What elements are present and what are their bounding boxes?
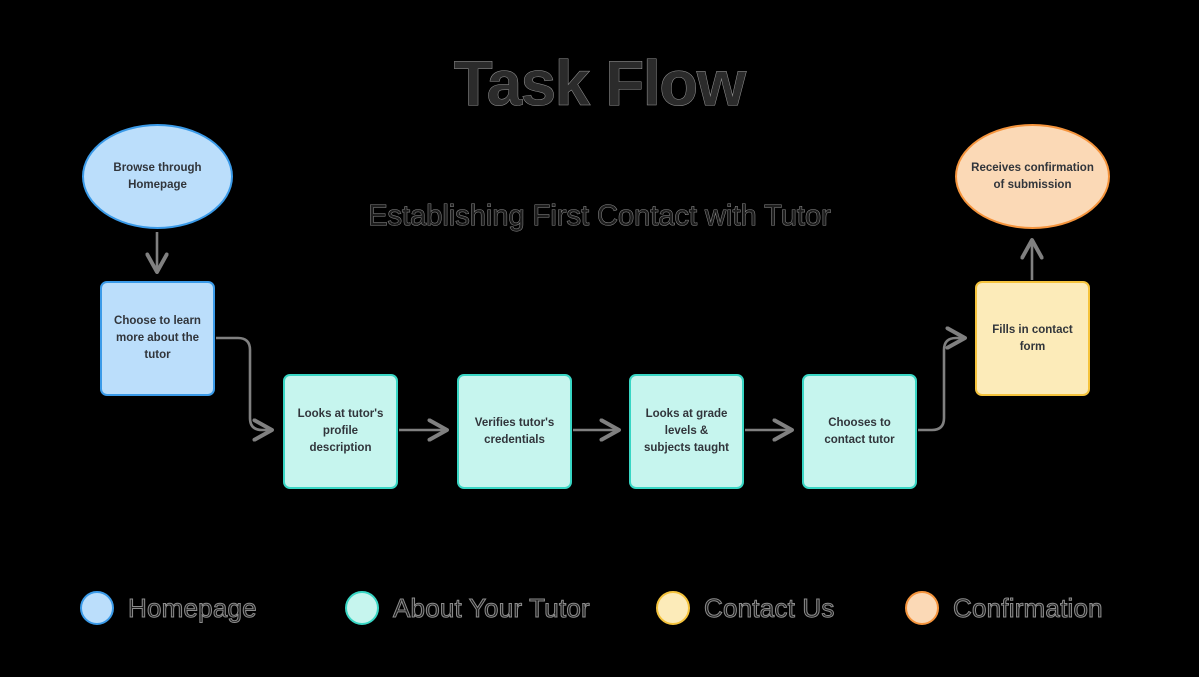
node-verify-credentials[interactable]: Verifies tutor's credentials bbox=[457, 374, 572, 489]
node-browse-homepage[interactable]: Browse through Homepage bbox=[82, 124, 233, 229]
legend-swatch-confirmation-icon bbox=[905, 591, 939, 625]
node-label: Receives confirmation of submission bbox=[971, 161, 1094, 191]
node-label: Verifies tutor's credentials bbox=[474, 416, 555, 446]
legend-item-confirmation[interactable]: Confirmation bbox=[905, 591, 1103, 625]
legend-label: Contact Us bbox=[704, 592, 835, 623]
legend-item-homepage[interactable]: Homepage bbox=[80, 591, 257, 625]
node-receives-confirmation[interactable]: Receives confirmation of submission bbox=[955, 124, 1110, 229]
edge-choose-to-profile bbox=[216, 336, 274, 442]
legend-label: About Your Tutor bbox=[393, 592, 591, 623]
node-label: Browse through Homepage bbox=[113, 161, 202, 191]
node-chooses-to-contact[interactable]: Chooses to contact tutor bbox=[802, 374, 917, 489]
legend: Homepage About Your Tutor Contact Us Con… bbox=[0, 575, 1199, 645]
node-grade-levels-subjects[interactable]: Looks at grade levels & subjects taught bbox=[629, 374, 744, 489]
edge-chooses-to-fills bbox=[918, 326, 967, 432]
legend-item-contact-us[interactable]: Contact Us bbox=[656, 591, 835, 625]
legend-swatch-about-your-tutor-icon bbox=[345, 591, 379, 625]
page-title: Task Flow bbox=[454, 49, 747, 120]
node-profile-description[interactable]: Looks at tutor's profile description bbox=[283, 374, 398, 489]
node-label: Looks at grade levels & subjects taught bbox=[644, 408, 729, 454]
legend-swatch-contact-us-icon bbox=[656, 591, 690, 625]
node-label: Chooses to contact tutor bbox=[824, 416, 895, 446]
node-label: Looks at tutor's profile description bbox=[297, 408, 384, 454]
node-fills-contact-form[interactable]: Fills in contact form bbox=[975, 281, 1090, 396]
legend-label: Confirmation bbox=[953, 592, 1104, 623]
node-label: Choose to learn more about the tutor bbox=[114, 315, 201, 361]
legend-label: Homepage bbox=[128, 592, 258, 623]
node-label: Fills in contact form bbox=[992, 323, 1073, 353]
page-subtitle: Establishing First Contact with Tutor bbox=[368, 200, 832, 233]
legend-swatch-homepage-icon bbox=[80, 591, 114, 625]
legend-item-about-your-tutor[interactable]: About Your Tutor bbox=[345, 591, 590, 625]
node-choose-to-learn[interactable]: Choose to learn more about the tutor bbox=[100, 281, 215, 396]
